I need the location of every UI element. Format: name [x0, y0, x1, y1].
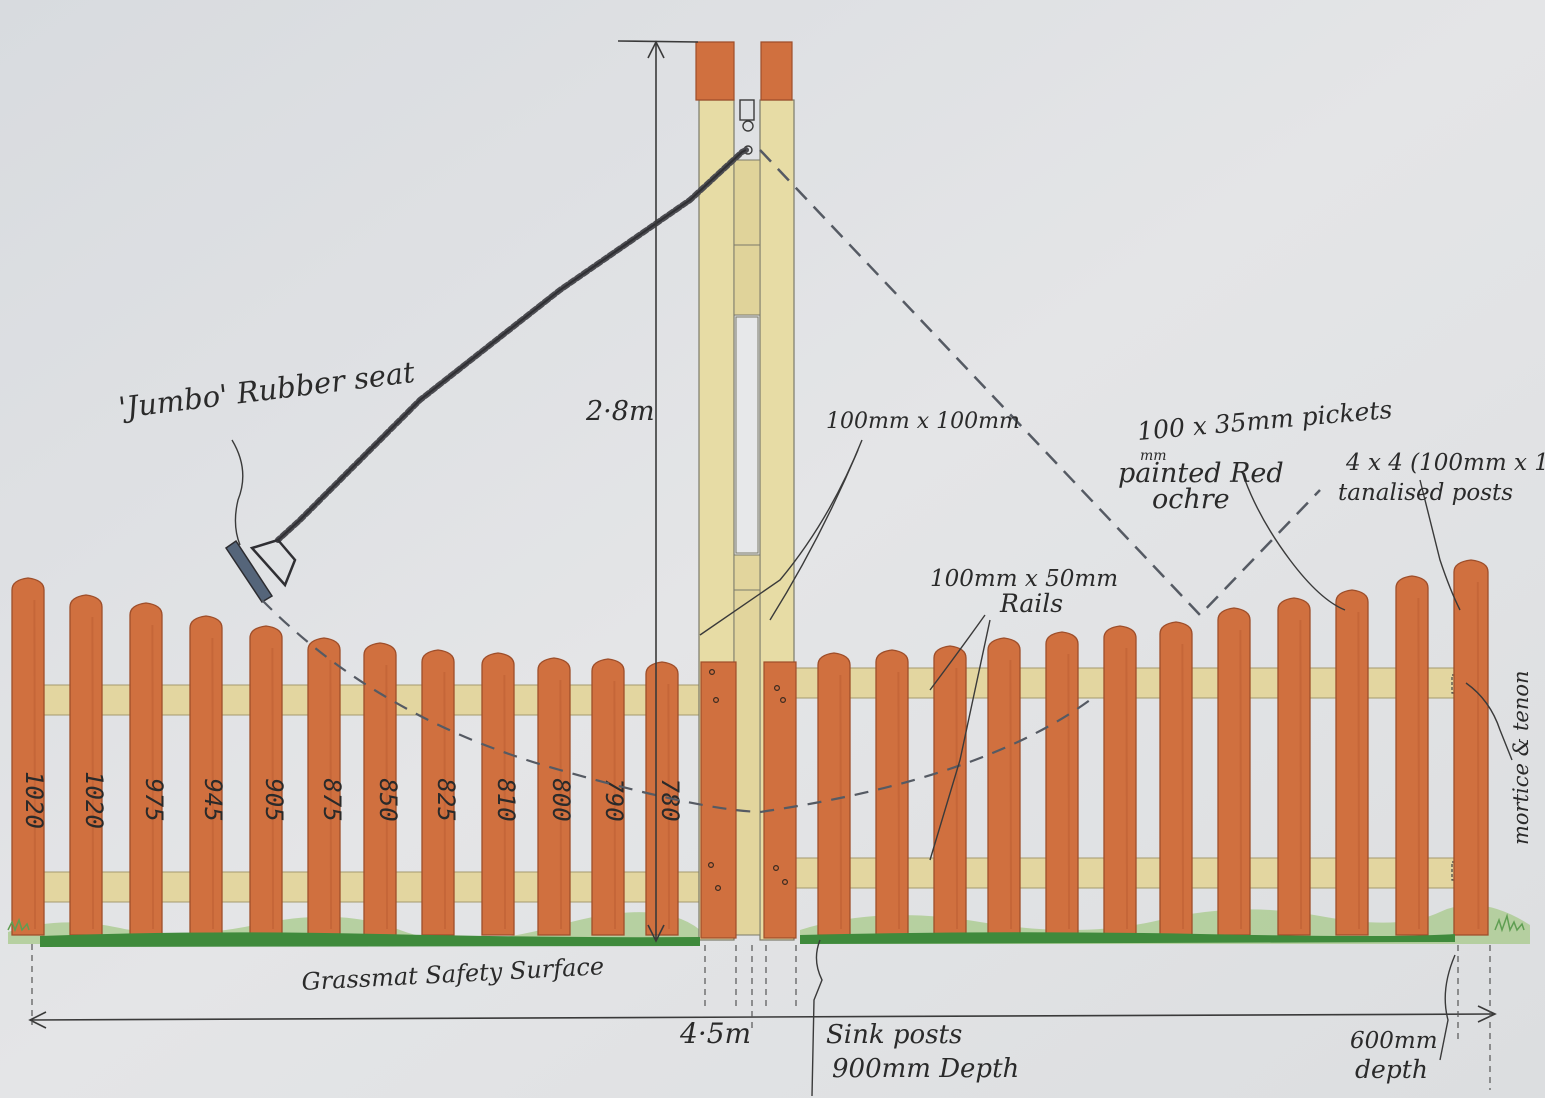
- picket-right: [1103, 625, 1137, 936]
- label-pickets-2: painted Red: [1118, 458, 1284, 489]
- picket-height-label: 975: [140, 778, 168, 821]
- grassmat-surface: [7, 913, 1525, 947]
- picket-left: [249, 625, 283, 936]
- picket-right-shade: [897, 671, 901, 930]
- label-post-size: 100mm x 100mm: [826, 409, 1020, 434]
- post-cap-right: [760, 41, 793, 101]
- picket-right-shade: [1417, 597, 1421, 930]
- picket-right-shade: [839, 674, 843, 930]
- picket-right: [1159, 621, 1193, 936]
- post-depth-guides: [31, 944, 1491, 1090]
- picket-height-label: 800: [547, 778, 575, 821]
- picket-right: [1217, 607, 1251, 936]
- post-cap-left: [695, 41, 735, 101]
- swing-frame: [695, 41, 797, 941]
- picket-left-shade: [613, 680, 617, 930]
- picket-right-shade: [955, 667, 959, 930]
- picket-left: [189, 615, 223, 936]
- label-posts-1: 4 x 4 (100mm x 100mm: [1345, 450, 1545, 476]
- picket-height-label: 850: [374, 778, 402, 821]
- pickets-group: 1020 1020 975 945 905 875 850 825 810 800 790 780: [11, 559, 1489, 936]
- picket-height-label: 810: [492, 778, 520, 821]
- picket-right-shade: [1299, 619, 1303, 930]
- label-rails-1: 100mm x 50mm: [930, 566, 1118, 592]
- rubber-seat: [224, 538, 297, 604]
- picket-left-shade: [329, 659, 333, 930]
- picket-left: [129, 602, 163, 936]
- picket-right: [1045, 631, 1079, 936]
- picket-right: [1277, 597, 1311, 936]
- label-pickets-3: ochre: [1152, 484, 1230, 515]
- picket-right: [1395, 575, 1429, 936]
- picket-right: [1453, 559, 1489, 936]
- label-depth-1: 600mm: [1350, 1028, 1438, 1054]
- swing-arc: [261, 599, 1091, 814]
- label-width: 4·5m: [679, 1017, 751, 1050]
- picket-left: [645, 661, 679, 936]
- picket-height-label: 1020: [20, 771, 48, 829]
- fence-post-right: [763, 661, 797, 939]
- leader-lines: [231, 439, 1513, 1097]
- picket-left-shade: [151, 624, 155, 930]
- picket-right-shade: [1239, 629, 1243, 930]
- picket-right-shade: [1357, 611, 1361, 930]
- picket-left: [421, 649, 455, 936]
- fence-post-left: [700, 661, 737, 939]
- picket-height-label: 905: [260, 778, 288, 821]
- picket-height-label: 945: [199, 778, 227, 821]
- label-depth-2: depth: [1355, 1055, 1428, 1084]
- picket-left-shade: [271, 647, 275, 930]
- picket-right-shade: [1125, 647, 1129, 930]
- height-dimension: [617, 40, 699, 943]
- picket-left: [591, 658, 625, 936]
- picket-left: [69, 594, 103, 936]
- label-sink-2: 900mm Depth: [832, 1054, 1019, 1084]
- frame-infill-upper: [733, 159, 761, 316]
- picket-left-shade: [211, 637, 215, 930]
- picket-height-label: 825: [432, 778, 460, 821]
- picket-right: [875, 649, 909, 936]
- label-sink-1: Sink posts: [826, 1020, 962, 1050]
- picket-right: [987, 637, 1021, 936]
- picket-left-shade: [503, 674, 507, 930]
- picket-left: [481, 652, 515, 936]
- picket-left-shade: [91, 616, 95, 930]
- picket-left-shade: [559, 679, 563, 930]
- picket-height-label: 780: [656, 778, 684, 821]
- label-mortice: mortice & tenon: [1509, 670, 1533, 845]
- label-height: 2·8m: [585, 396, 655, 427]
- picket-height-label: 790: [600, 778, 628, 821]
- picket-left-shade: [385, 664, 389, 930]
- picket-right-shade: [1181, 643, 1185, 930]
- picket-right-shade: [1067, 653, 1071, 930]
- picket-right: [1335, 589, 1369, 936]
- picket-left: [11, 577, 45, 936]
- picket-left: [307, 637, 341, 936]
- picket-right: [817, 652, 851, 936]
- frame-infill-lower: [733, 554, 761, 936]
- picket-left-shade: [33, 599, 37, 930]
- swing-rope: [275, 147, 749, 543]
- picket-left-shade: [443, 671, 447, 930]
- picket-height-label: 1020: [80, 771, 108, 829]
- label-posts-2: tanalised posts: [1338, 480, 1513, 506]
- picket-left: [363, 642, 397, 936]
- swing-radius-line: [759, 149, 1321, 617]
- picket-left-shade: [667, 683, 671, 930]
- picket-right: [933, 645, 967, 936]
- picket-right-shade: [1476, 581, 1480, 930]
- label-pickets-mm: mm: [1140, 448, 1167, 464]
- picket-left: [537, 657, 571, 936]
- width-dimension: [28, 1005, 1497, 1029]
- frame-slot: [735, 316, 759, 554]
- label-rails-2: Rails: [999, 589, 1063, 618]
- picket-height-label: 875: [318, 778, 346, 821]
- picket-right-shade: [1009, 659, 1013, 930]
